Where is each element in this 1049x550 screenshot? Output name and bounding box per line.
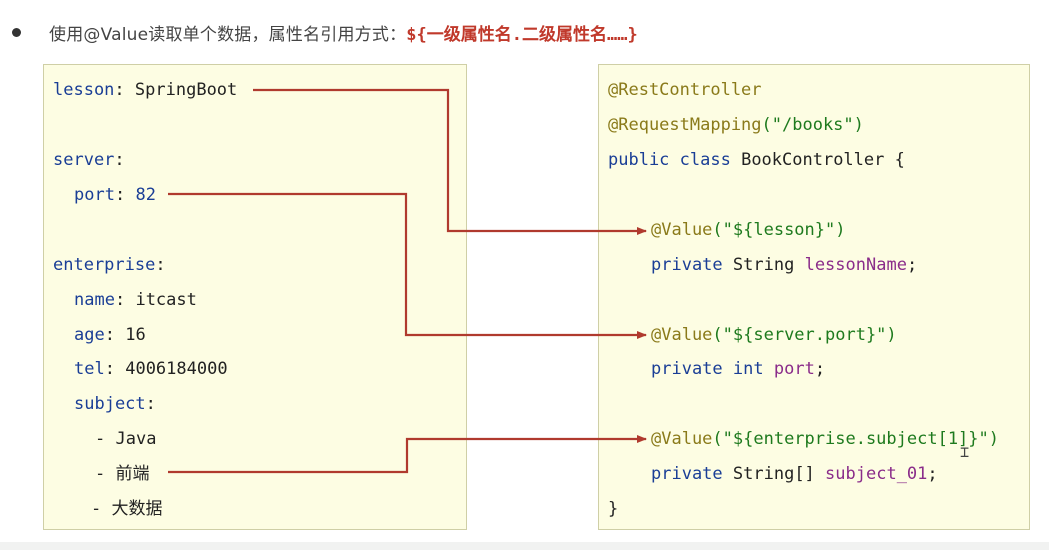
yaml-dash: - — [95, 429, 106, 449]
value-subject-arg: ("${enterprise.subject[1]}") — [712, 429, 999, 449]
yaml-key-enterprise: enterprise — [53, 255, 156, 275]
java-line-rest-controller: @RestController — [608, 77, 762, 103]
yaml-colon: : — [145, 394, 156, 414]
yaml-key-name: name — [74, 290, 115, 310]
yaml-list-item: - Java — [95, 426, 156, 452]
class-decl-keyword: public class — [608, 150, 731, 170]
bottom-strip — [0, 542, 1049, 550]
yaml-colon: : — [104, 359, 115, 379]
yaml-value-lesson: SpringBoot — [134, 80, 238, 100]
java-code-panel — [598, 64, 1030, 530]
semicolon: ; — [814, 359, 826, 379]
yaml-subject-item-2: 大数据 — [111, 499, 163, 519]
value-annotation: @Value — [651, 429, 713, 449]
java-line-value-lesson: @Value("${lesson}") — [651, 217, 845, 243]
yaml-key-subject: subject — [74, 394, 146, 414]
yaml-list-item: - 大数据 — [91, 496, 163, 522]
yaml-dash: - — [95, 464, 106, 484]
yaml-key-server: server — [53, 150, 115, 170]
yaml-line-subject: subject: — [74, 391, 156, 417]
yaml-list-item: - 前端 — [95, 461, 150, 487]
closing-brace: } — [608, 499, 619, 519]
yaml-colon: : — [114, 150, 125, 170]
mapping-path: ("/books") — [761, 115, 864, 135]
yaml-colon: : — [155, 255, 166, 275]
yaml-line-lesson: lesson: SpringBoot — [53, 77, 237, 103]
type-string-array: String[] — [732, 464, 815, 484]
yaml-value-tel: 4006184000 — [125, 359, 228, 379]
yaml-line-tel: tel: 4006184000 — [74, 356, 228, 382]
annotation-request-mapping: @RequestMapping — [608, 115, 762, 135]
field-subject: subject_01 — [825, 464, 928, 484]
value-port-arg: ("${server.port}") — [712, 325, 897, 345]
java-line-value-port: @Value("${server.port}") — [651, 322, 897, 348]
yaml-colon: : — [114, 290, 126, 310]
private-keyword: private — [651, 255, 723, 275]
java-line-field-subject: private String[] subject_01; — [651, 461, 938, 487]
yaml-value-name: itcast — [135, 290, 197, 310]
type-string: String — [732, 255, 795, 275]
yaml-line-enterprise: enterprise: — [53, 252, 166, 278]
yaml-line-server: server: — [53, 147, 125, 173]
field-port: port — [773, 359, 815, 379]
yaml-line-age: age: 16 — [74, 322, 146, 348]
private-keyword: private — [651, 359, 723, 379]
java-line-request-mapping: @RequestMapping("/books") — [608, 112, 864, 138]
heading-code: ${一级属性名.二级属性名……} — [406, 24, 638, 45]
yaml-key-lesson: lesson — [53, 80, 115, 100]
value-annotation: @Value — [651, 325, 713, 345]
yaml-line-port: port: 82 — [74, 182, 156, 208]
value-annotation: @Value — [651, 220, 713, 240]
private-keyword: private — [651, 464, 723, 484]
bullet-icon — [12, 27, 21, 37]
heading-text: 使用@Value读取单个数据，属性名引用方式： — [49, 24, 407, 45]
yaml-line-name: name: itcast — [74, 287, 197, 313]
yaml-colon: : — [114, 185, 126, 205]
class-name: BookController { — [741, 150, 905, 170]
semicolon: ; — [927, 464, 938, 484]
annotation-rest-controller: @RestController — [608, 80, 762, 100]
java-line-value-subject: @Value("${enterprise.subject[1]}") — [651, 426, 999, 452]
yaml-value-age: 16 — [125, 325, 146, 345]
yaml-colon: : — [104, 325, 115, 345]
value-lesson-arg: ("${lesson}") — [712, 220, 846, 240]
yaml-colon: : — [114, 80, 125, 100]
yaml-key-tel: tel — [74, 359, 105, 379]
yaml-value-port: 82 — [135, 185, 156, 205]
yaml-key-port: port — [74, 185, 115, 205]
yaml-dash: - — [91, 499, 102, 519]
semicolon: ; — [906, 255, 918, 275]
yaml-subject-item-1: 前端 — [115, 464, 150, 484]
java-line-field-port: private int port; — [651, 356, 825, 382]
yaml-subject-item-0: Java — [115, 429, 157, 449]
java-line-class-decl: public class BookController { — [608, 147, 905, 173]
java-line-field-lesson: private String lessonName; — [651, 252, 917, 278]
type-int: int — [732, 359, 764, 379]
text-cursor-icon: ⌶ — [960, 443, 970, 461]
java-line-closing-brace: } — [608, 496, 618, 522]
yaml-key-age: age — [74, 325, 105, 345]
slide-heading: 使用@Value读取单个数据，属性名引用方式： ${一级属性名.二级属性名……} — [8, 18, 638, 46]
field-lesson-name: lessonName — [804, 255, 907, 275]
